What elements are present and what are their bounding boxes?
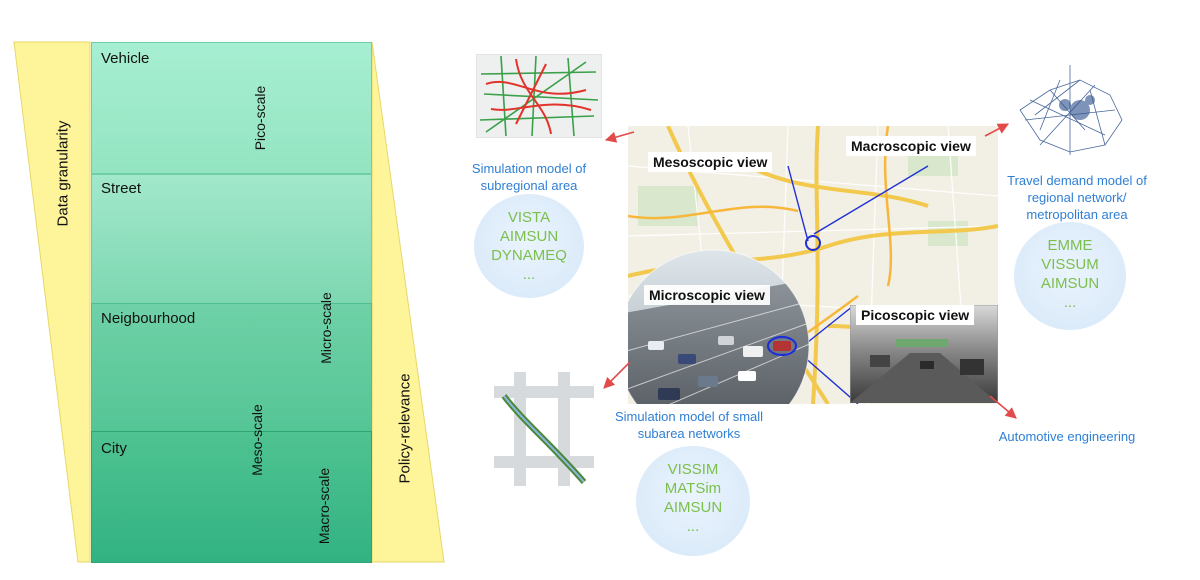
level-city: City <box>101 440 127 457</box>
macro-scale-label: Macro-scale <box>316 467 332 545</box>
meso-tool-4: ... <box>522 266 536 283</box>
microscopic-network-thumbnail <box>494 372 594 486</box>
meso-scale-label: Meso-scale <box>249 404 265 476</box>
policy-relevance-wedge <box>371 41 445 563</box>
micro-scale-label: Micro-scale <box>318 292 334 364</box>
macro-tool-3: AIMSUN <box>1040 275 1100 292</box>
micro-tools-bubble: VISSIM MATSim AIMSUN ... <box>636 446 750 556</box>
level-street: Street <box>101 180 142 197</box>
scale-block-vehicle <box>91 42 372 174</box>
meso-tool-2: AIMSUN <box>499 228 559 245</box>
meso-caption: Simulation model of subregional area <box>471 161 587 193</box>
policy-relevance-label: Policy-relevance <box>396 373 414 484</box>
macro-tool-2: VISSUM <box>1041 256 1099 273</box>
meso-tool-1: VISTA <box>507 209 551 226</box>
macro-tools-bubble: EMME VISSUM AIMSUN ... <box>1014 222 1126 330</box>
data-granularity-wedge <box>13 41 91 563</box>
microscopic-view-title: Microscopic view <box>644 285 770 305</box>
scale-block-neighbourhood <box>91 303 372 433</box>
micro-tool-3: AIMSUN <box>663 499 723 516</box>
picoscopic-view-title: Picoscopic view <box>856 305 975 325</box>
scale-block-street <box>91 174 372 305</box>
meso-tools-bubble: VISTA AIMSUN DYNAMEQ ... <box>474 194 584 298</box>
micro-tool-2: MATSim <box>664 480 722 497</box>
macro-tool-1: EMME <box>1047 237 1093 254</box>
level-vehicle: Vehicle <box>101 50 150 67</box>
scale-block-city <box>91 431 372 563</box>
micro-tool-1: VISSIM <box>667 461 719 478</box>
micro-caption: Simulation model of small subarea networ… <box>614 409 764 441</box>
pico-caption: Automotive engineering <box>998 429 1136 444</box>
macroscopic-network-thumbnail <box>1019 65 1123 155</box>
mesoscopic-view-title: Mesoscopic view <box>648 152 773 172</box>
macro-tool-4: ... <box>1063 294 1077 311</box>
mesoscopic-network-thumbnail <box>476 54 602 138</box>
data-granularity-label: Data granularity <box>54 120 72 227</box>
meso-tool-3: DYNAMEQ <box>491 247 567 264</box>
micro-tool-4: ... <box>686 518 700 535</box>
macroscopic-view-title: Macroscopic view <box>846 136 976 156</box>
pico-scale-label: Pico-scale <box>252 85 268 151</box>
macro-caption: Travel demand model of regional network/… <box>1007 173 1147 222</box>
level-neighbourhood: Neigbourhood <box>101 310 196 327</box>
